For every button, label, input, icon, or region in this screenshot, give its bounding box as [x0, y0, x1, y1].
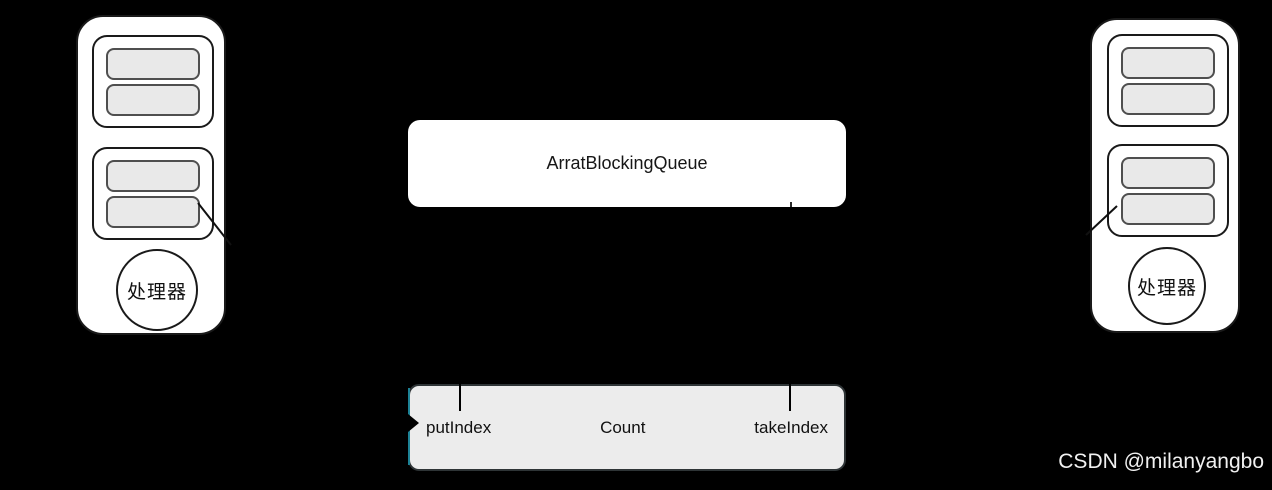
- cache-slot: [106, 195, 200, 228]
- take-index-label: takeIndex: [754, 417, 828, 437]
- left-processor-label: 处理器: [126, 281, 187, 303]
- cache-slot: [1121, 46, 1215, 79]
- left-cache-top: [92, 35, 214, 128]
- csdn-watermark: CSDN @milanyangbo: [1058, 450, 1264, 473]
- left-cpu-tower: 处理器: [76, 15, 226, 335]
- left-processor-circle: 处理器: [116, 249, 198, 331]
- queue-box-label: ArratBlockingQueue: [546, 153, 708, 173]
- right-cache-top: [1107, 34, 1229, 127]
- put-index-label: putIndex: [426, 417, 492, 437]
- left-arrowhead-icon: [408, 414, 419, 432]
- queue-bottom-notch: [790, 202, 792, 207]
- index-state-box: putIndex Count takeIndex: [408, 384, 846, 471]
- cache-slot: [106, 47, 200, 80]
- right-processor-circle: 处理器: [1128, 247, 1206, 325]
- take-index-tick: [789, 384, 791, 411]
- right-cache-bottom: [1107, 144, 1229, 237]
- left-cache-bottom: [92, 147, 214, 240]
- array-blocking-queue-box: ArratBlockingQueue: [408, 120, 846, 207]
- cache-slot: [106, 83, 200, 116]
- count-label: Count: [600, 417, 646, 437]
- right-cpu-tower: 处理器: [1090, 18, 1240, 333]
- cache-slot: [1121, 192, 1215, 225]
- cache-slot: [106, 159, 200, 192]
- cache-slot: [1121, 156, 1215, 189]
- put-index-tick: [459, 384, 461, 411]
- cache-slot: [1121, 82, 1215, 115]
- right-processor-label: 处理器: [1136, 277, 1197, 299]
